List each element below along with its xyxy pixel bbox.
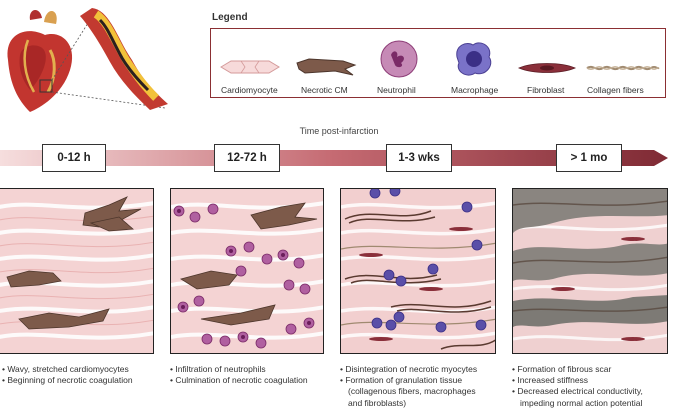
neutrophil-icon [380, 40, 418, 78]
stage-label-12-72h: 12-72 h [214, 144, 280, 172]
necrotic-cm-icon [296, 58, 357, 76]
panel-0-12h [0, 188, 154, 354]
notes-1-3wks: • Disintegration of necrotic myocytes • … [340, 364, 477, 409]
notes-0-12h: • Wavy, stretched cardiomyocytes • Begin… [2, 364, 133, 386]
legend-label-cardiomyocyte: Cardiomyocyte [221, 85, 278, 95]
fibroblast-icon [517, 63, 577, 73]
notes-12-72h: • Infiltration of neutrophils • Culminat… [170, 364, 308, 386]
timeline-arrow [0, 150, 668, 166]
note: • Increased stiffness [512, 375, 589, 386]
note: (collagenous fibers, macrophages [348, 386, 476, 397]
collagen-fibers-icon [586, 65, 660, 71]
note: impeding normal action potential [520, 397, 643, 408]
legend-box: Cardiomyocyte Necrotic CM Neutrophil Mac… [210, 28, 666, 98]
legend-title: Legend [212, 12, 248, 23]
panel-1mo [512, 188, 668, 354]
note: • Culmination of necrotic coagulation [170, 375, 308, 386]
note: and fibroblasts) [348, 397, 407, 408]
stage-label-0-12h: 0-12 h [42, 144, 106, 172]
panel-12-72h [170, 188, 324, 354]
cardiomyocyte-icon [220, 60, 280, 74]
legend-label-collagen-fibers: Collagen fibers [587, 85, 644, 95]
note: • Beginning of necrotic coagulation [2, 375, 133, 386]
note: • Decreased electrical conductivity, [512, 386, 643, 397]
note: • Infiltration of neutrophils [170, 364, 266, 374]
note: • Disintegration of necrotic myocytes [340, 364, 478, 374]
stage-label-1mo: > 1 mo [556, 144, 622, 172]
legend-label-fibroblast: Fibroblast [527, 85, 565, 95]
stage-label-1-3wks: 1-3 wks [386, 144, 452, 172]
legend-label-neutrophil: Neutrophil [377, 85, 416, 95]
note: • Formation of granulation tissue [340, 375, 463, 386]
timeline-caption: Time post-infarction [299, 126, 379, 136]
note: • Formation of fibrous scar [512, 364, 612, 374]
panel-1-3wks [340, 188, 496, 354]
legend-label-macrophage: Macrophage [451, 85, 499, 95]
legend-label-necrotic-cm: Necrotic CM [301, 85, 348, 95]
notes-1mo: • Formation of fibrous scar • Increased … [512, 364, 643, 409]
macrophage-icon [456, 42, 492, 76]
heart-illustration [7, 8, 168, 112]
note: • Wavy, stretched cardiomyocytes [2, 364, 129, 374]
